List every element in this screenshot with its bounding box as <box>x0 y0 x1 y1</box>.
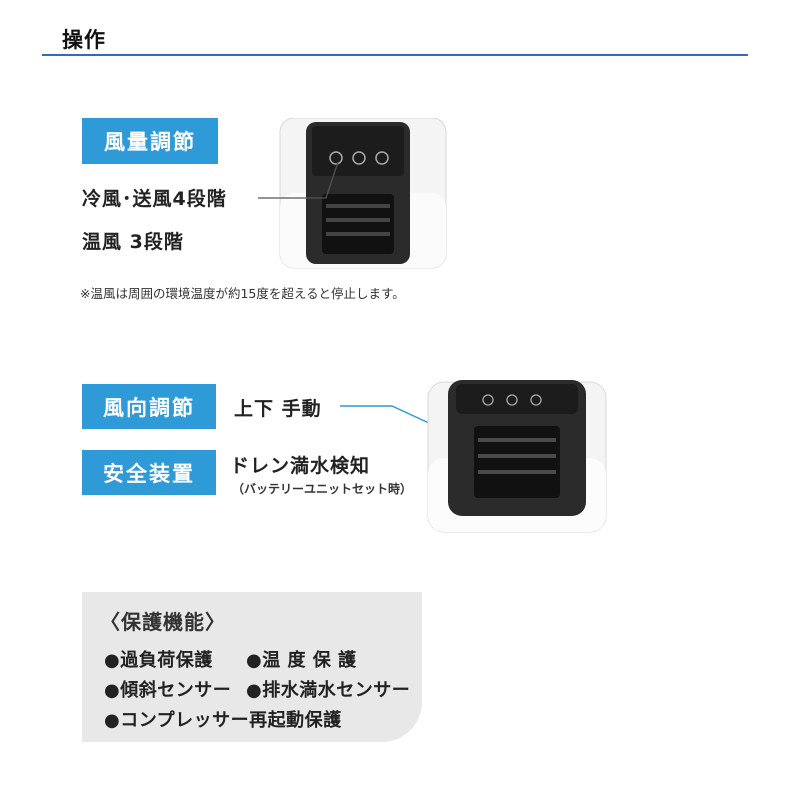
protection-title: 〈保護機能〉 <box>100 610 226 634</box>
protection-item: ●排水満水センサー <box>246 680 411 701</box>
airflow-warm-text: 温風 3段階 <box>82 231 184 253</box>
device-image-top <box>258 118 447 269</box>
direction-text: 上下 手動 <box>234 398 322 420</box>
airflow-note: ※温風は周囲の環境温度が約15度を超えると停止します。 <box>80 286 405 301</box>
section-title: 操作 <box>62 28 106 52</box>
device-image-bottom <box>340 380 607 533</box>
title-rule <box>42 54 748 56</box>
safety-label: 安全装置 <box>82 450 216 495</box>
direction-label: 風向調節 <box>82 384 216 429</box>
protection-panel <box>82 592 422 742</box>
safety-sub-text: （バッテリーユニットセット時） <box>232 482 413 496</box>
safety-text: ドレン満水検知 <box>230 455 371 477</box>
protection-item: ●温 度 保 護 <box>246 650 357 671</box>
protection-item: ●コンプレッサー再起動保護 <box>104 710 342 731</box>
protection-item: ●過負荷保護 <box>104 650 213 671</box>
protection-item: ●傾斜センサー <box>104 680 232 701</box>
airflow-cool-text: 冷風･送風4段階 <box>82 188 227 210</box>
airflow-label: 風量調節 <box>82 118 218 164</box>
